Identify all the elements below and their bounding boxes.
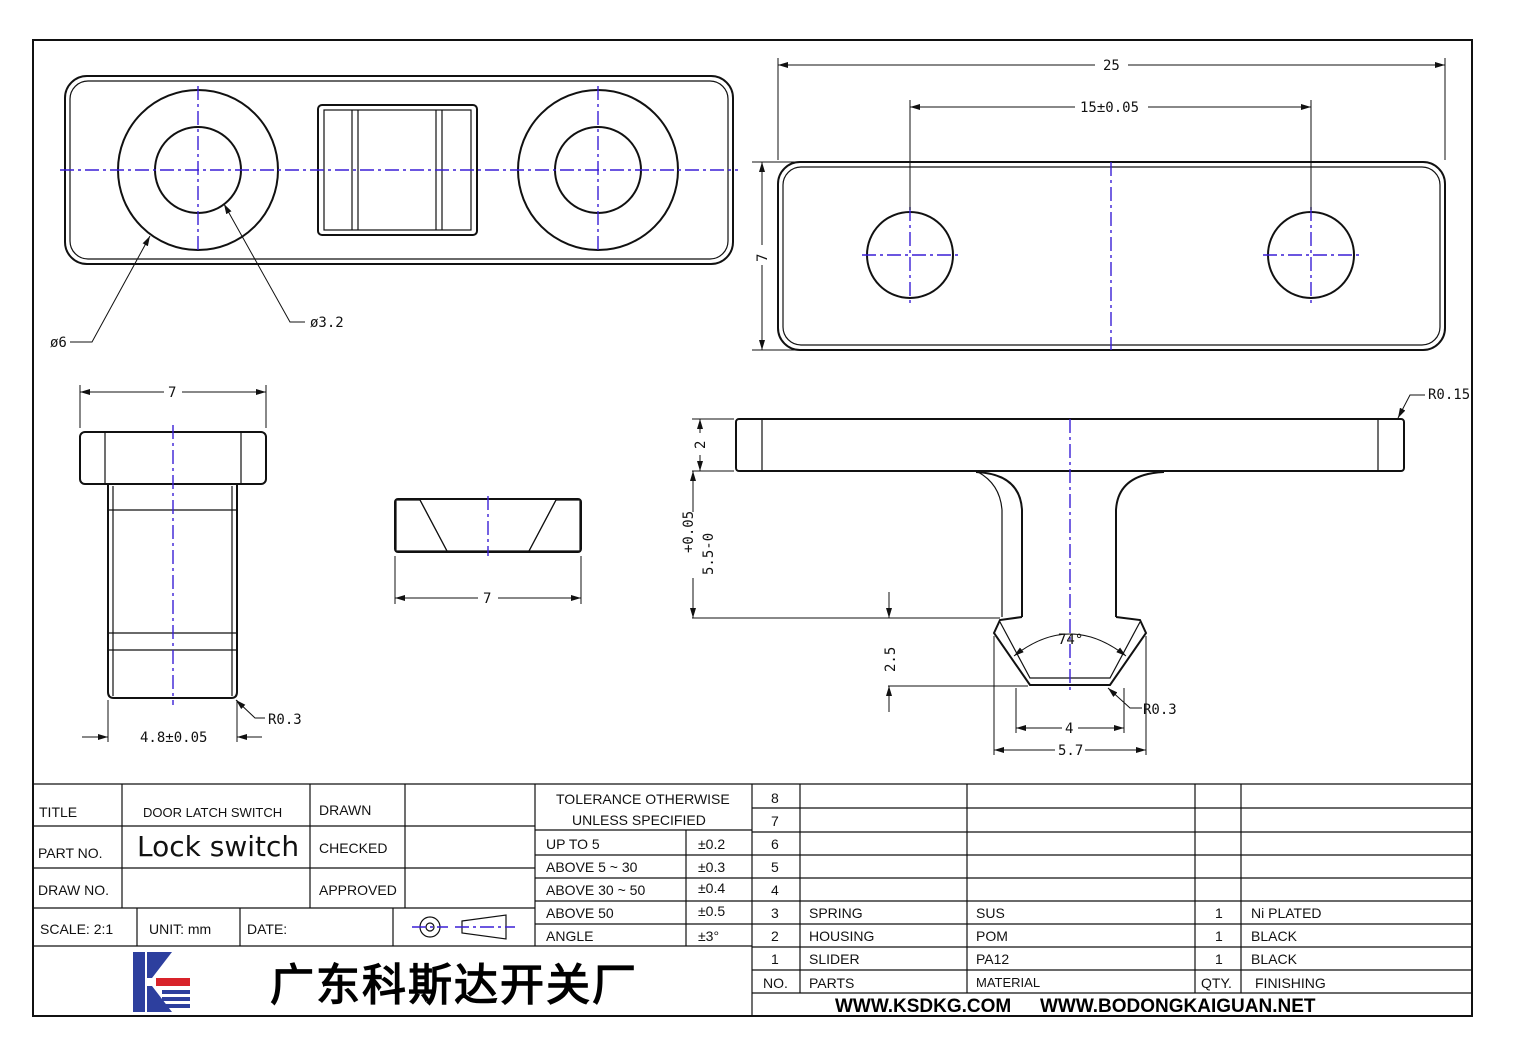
- website-2: WWW.BODONGKAIGUAN.NET: [1040, 996, 1316, 1017]
- bom-no: 6: [771, 836, 779, 852]
- tolerance-range: ABOVE 50: [546, 905, 614, 921]
- bom-no: 7: [771, 813, 779, 829]
- dim-tip-inner-width: 4: [1065, 721, 1073, 737]
- slider-section-view: [394, 496, 582, 604]
- bom-table: 8 7 6 5 4 3 SPRING SUS 1 Ni PLATED 2 HOU…: [763, 790, 1326, 991]
- bom-header-finish: FINISHING: [1255, 975, 1326, 991]
- dim-housing-height: 7: [755, 254, 771, 262]
- projection-symbol-icon: [412, 914, 515, 940]
- dim-tip-radius: R0.3: [1143, 702, 1177, 718]
- housing-top-view: [60, 75, 738, 343]
- dim-overall-length: 25: [1103, 58, 1120, 74]
- bom-part: SLIDER: [809, 951, 860, 967]
- bom-qty: 1: [1215, 951, 1223, 967]
- website-1: WWW.KSDKG.COM: [835, 996, 1011, 1017]
- bom-header-part: PARTS: [809, 975, 854, 991]
- part-no-label: PART NO.: [38, 845, 103, 861]
- bom-no: 1: [771, 951, 779, 967]
- dim-hole-spacing: 15±0.05: [1080, 100, 1139, 116]
- tolerance-value: ±0.5: [698, 903, 725, 919]
- bom-header-material: MATERIAL: [976, 975, 1040, 990]
- bom-no: 4: [771, 882, 779, 898]
- dim-cap-width: 7: [168, 385, 176, 401]
- drawn-label: DRAWN: [319, 802, 371, 818]
- company-name: 广东科斯达开关厂: [270, 960, 638, 1011]
- dim-tip-angle: 74°: [1058, 632, 1083, 648]
- bom-no: 3: [771, 905, 779, 921]
- bom-no: 8: [771, 790, 779, 806]
- bom-finish: Ni PLATED: [1251, 905, 1322, 921]
- tolerance-value: ±3°: [698, 928, 719, 944]
- bom-finish: BLACK: [1251, 928, 1298, 944]
- tolerance-title-1: TOLERANCE OTHERWISE: [556, 791, 730, 807]
- date-text: DATE:: [247, 921, 287, 937]
- dim-stem-height: 5.5-0: [701, 533, 717, 575]
- dim-slider-width: 7: [483, 591, 491, 607]
- title-value: DOOR LATCH SWITCH: [143, 805, 282, 820]
- dim-body-width: 4.8±0.05: [140, 730, 207, 746]
- bom-no: 2: [771, 928, 779, 944]
- draw-no-label: DRAW NO.: [38, 882, 109, 898]
- bom-part: SPRING: [809, 905, 863, 921]
- dim-stem-height-tol: +0.05: [681, 511, 697, 553]
- bom-header-no: NO.: [763, 975, 788, 991]
- dim-corner-radius-left: R0.3: [268, 712, 302, 728]
- dim-top-dia-inner: ø3.2: [310, 315, 344, 331]
- bom-qty: 1: [1215, 905, 1223, 921]
- tolerance-range: ABOVE 5 ~ 30: [546, 859, 638, 875]
- bom-header-qty: QTY.: [1201, 975, 1232, 991]
- part-no-value: Lock switch: [137, 830, 299, 863]
- company-logo-icon: [133, 952, 190, 1012]
- tolerance-value: ±0.4: [698, 880, 725, 896]
- dim-plate-thickness: 2: [693, 441, 709, 449]
- approved-label: APPROVED: [319, 882, 397, 898]
- spring-side-view: [690, 394, 1425, 755]
- dim-radius-top: R0.15: [1428, 387, 1470, 403]
- bom-material: POM: [976, 928, 1008, 944]
- bom-material: PA12: [976, 951, 1009, 967]
- checked-label: CHECKED: [319, 840, 387, 856]
- housing-side-view: [79, 385, 267, 742]
- dim-tip-outer-width: 5.7: [1058, 743, 1083, 759]
- dim-tip-height: 2.5: [883, 647, 899, 672]
- tolerance-range: ABOVE 30 ~ 50: [546, 882, 645, 898]
- tolerance-range: ANGLE: [546, 928, 593, 944]
- tolerance-value: ±0.3: [698, 859, 725, 875]
- scale-text: SCALE: 2:1: [40, 921, 113, 937]
- tolerance-value: ±0.2: [698, 836, 725, 852]
- housing-bottom-view: [752, 58, 1446, 351]
- bom-part: HOUSING: [809, 928, 874, 944]
- tolerance-title-2: UNLESS SPECIFIED: [572, 812, 706, 828]
- bom-qty: 1: [1215, 928, 1223, 944]
- title-block-grid: [33, 783, 1472, 1016]
- bom-no: 5: [771, 859, 779, 875]
- tolerance-range: UP TO 5: [546, 836, 600, 852]
- unit-text: UNIT: mm: [149, 921, 211, 937]
- bom-finish: BLACK: [1251, 951, 1298, 967]
- title-label: TITLE: [39, 804, 77, 820]
- dim-top-dia-outer: ø6: [50, 335, 67, 351]
- bom-material: SUS: [976, 905, 1005, 921]
